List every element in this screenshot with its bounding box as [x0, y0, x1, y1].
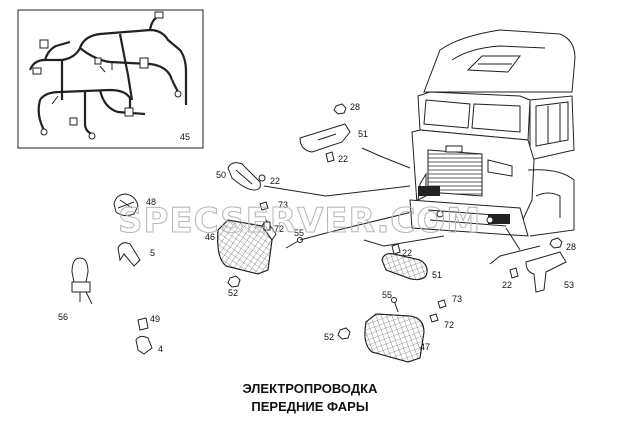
bulb-56: 56: [58, 257, 93, 322]
clip-4: 4: [135, 335, 163, 355]
callout-73-right: 73: [452, 294, 462, 304]
wiring-harness-inset: 45: [17, 9, 204, 149]
callout-53: 53: [564, 280, 574, 290]
bulb-22-fog: 22: [391, 243, 412, 258]
callout-51-lower: 51: [432, 270, 442, 280]
callout-55-right: 55: [382, 290, 392, 300]
watermark: SPECSERVER.COM: [118, 201, 481, 241]
callout-72-left: 72: [274, 224, 284, 234]
callout-52-left: 52: [228, 288, 238, 298]
callout-51-upper: 51: [358, 129, 368, 139]
inset-frame: [17, 9, 204, 149]
callout-22-fog: 22: [402, 248, 412, 258]
fog-lamp-51: 51: [381, 253, 442, 281]
wiring-harness-drawing: [28, 11, 188, 140]
bulb-22-marker: 22: [258, 174, 280, 186]
diagram-title-line-2: ПЕРЕДНИЕ ФАРЫ: [251, 399, 368, 414]
nut-52-left: 52: [227, 275, 241, 298]
nut-52-right: 52: [324, 327, 351, 342]
callout-22-marker: 22: [270, 176, 280, 186]
headlight-47: 47: [364, 313, 430, 363]
callout-50: 50: [216, 170, 226, 180]
nut-28-upper: 28: [333, 102, 360, 115]
screw-73-left: 73: [259, 200, 288, 211]
callout-46: 46: [205, 232, 215, 242]
diagram-title-line-1: ЭЛЕКТРОПРОВОДКА: [243, 381, 379, 396]
callout-28-lower: 28: [566, 242, 576, 252]
clip-72-left: 72: [263, 221, 284, 234]
bulb-22-lower: 22: [502, 267, 519, 290]
bolt-55-right: 55: [382, 290, 399, 313]
callout-47: 47: [420, 342, 430, 352]
marker-lamp-50: 50: [216, 162, 261, 191]
callout-45: 45: [180, 132, 190, 142]
bulb-holder-48: 48: [113, 193, 156, 217]
callout-22-lower: 22: [502, 280, 512, 290]
callout-56: 56: [58, 312, 68, 322]
clip-72-right: 72: [429, 313, 454, 330]
callout-28-upper: 28: [350, 102, 360, 112]
screw-73-right: 73: [437, 294, 462, 309]
callout-22-upper: 22: [338, 154, 348, 164]
bulb-22-upper: 22: [325, 151, 348, 164]
callout-55-left: 55: [294, 228, 304, 238]
callout-48: 48: [146, 197, 156, 207]
headlight-46: 46: [205, 219, 277, 275]
callout-5: 5: [150, 248, 155, 258]
truck-cab: [409, 29, 576, 237]
callout-4: 4: [158, 344, 163, 354]
callout-49: 49: [150, 314, 160, 324]
callout-52-right: 52: [324, 332, 334, 342]
callout-72-right: 72: [444, 320, 454, 330]
bracket-53: 53: [525, 251, 574, 293]
clamp-5: 5: [117, 242, 155, 267]
bulb-49: 49: [137, 314, 160, 331]
bracket-51-upper: 51: [299, 123, 368, 153]
nut-28-lower: 28: [549, 237, 576, 252]
callout-73-left: 73: [278, 200, 288, 210]
